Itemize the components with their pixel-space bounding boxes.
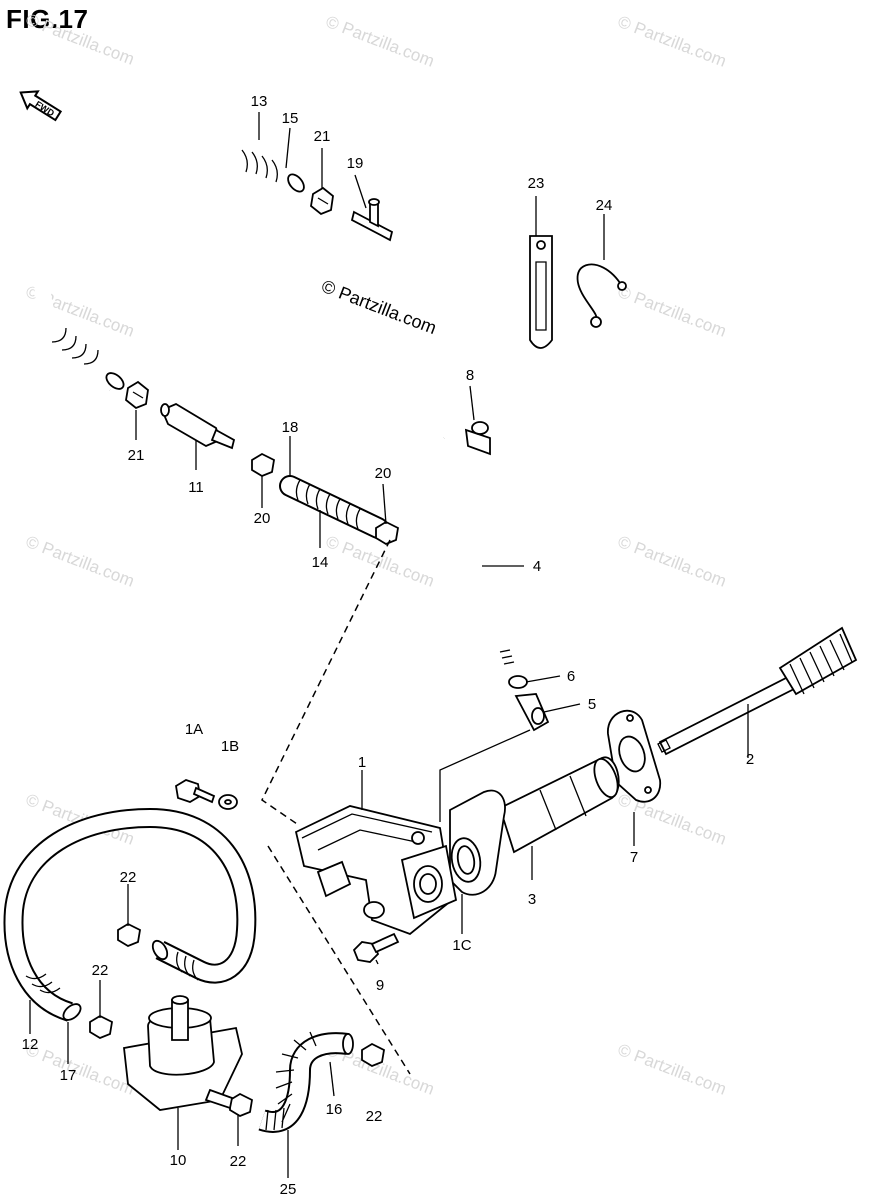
callout-19: 19 bbox=[347, 155, 364, 172]
fuel-pump-1 bbox=[294, 805, 458, 936]
callout-20: 20 bbox=[254, 510, 271, 527]
screw-1a bbox=[175, 779, 216, 804]
hose-clip-22-b bbox=[89, 1014, 113, 1040]
fuel-filter-11 bbox=[160, 402, 236, 450]
callout-1a: 1A bbox=[185, 721, 203, 738]
hose-clip-21-lower bbox=[125, 380, 149, 410]
callout-6: 6 bbox=[567, 668, 575, 685]
hose-clip-20-right bbox=[375, 520, 399, 546]
clip-24 bbox=[576, 263, 627, 328]
callout-22: 22 bbox=[92, 962, 109, 979]
callout-12: 12 bbox=[22, 1036, 39, 1053]
hose-clip-22-c bbox=[229, 1092, 253, 1118]
callout-11: 11 bbox=[188, 479, 204, 496]
callout-15: 15 bbox=[282, 110, 299, 127]
gasket-7 bbox=[607, 709, 662, 803]
callout-3: 3 bbox=[528, 891, 536, 908]
hose-clip-22-d bbox=[361, 1042, 385, 1068]
leader-lines bbox=[29, 112, 749, 1178]
callout-22: 22 bbox=[120, 869, 137, 886]
callout-13: 13 bbox=[251, 93, 268, 110]
callout-2: 2 bbox=[746, 751, 754, 768]
hose-clip-20-left bbox=[251, 452, 275, 478]
clip-8 bbox=[464, 421, 491, 456]
flange-1c bbox=[449, 789, 506, 896]
callout-8: 8 bbox=[466, 367, 474, 384]
fuel-hose-short-14 bbox=[279, 475, 389, 539]
bolt-9 bbox=[352, 932, 400, 963]
callout-20: 20 bbox=[375, 465, 392, 482]
hose-clip-22-a bbox=[117, 922, 141, 948]
callout-23: 23 bbox=[528, 175, 545, 192]
callout-7: 7 bbox=[630, 849, 638, 866]
callout-22: 22 bbox=[230, 1153, 247, 1170]
clamp-23 bbox=[529, 235, 553, 349]
callout-14: 14 bbox=[312, 554, 329, 571]
callout-10: 10 bbox=[170, 1152, 187, 1169]
sleeve-6 bbox=[508, 675, 528, 689]
callout-18: 18 bbox=[282, 419, 299, 436]
callout-5: 5 bbox=[588, 696, 596, 713]
pipe-joint-19 bbox=[350, 198, 394, 242]
fuel-hose-16 bbox=[258, 1031, 354, 1133]
callout-9: 9 bbox=[376, 977, 384, 994]
callout-21: 21 bbox=[314, 128, 331, 145]
shaft-2 bbox=[657, 626, 858, 756]
callout-1c: 1C bbox=[452, 937, 471, 954]
hose-clip-21-upper bbox=[310, 186, 334, 216]
callout-22: 22 bbox=[366, 1108, 383, 1125]
connector-5 bbox=[514, 693, 550, 732]
pipe-4 bbox=[435, 435, 515, 665]
fuel-valve-10 bbox=[123, 995, 243, 1111]
callout-21: 21 bbox=[128, 447, 145, 464]
assembly-outline bbox=[261, 539, 411, 1075]
callout-25: 25 bbox=[280, 1181, 297, 1198]
fuel-hose-lower bbox=[3, 807, 257, 1022]
sleeve-3 bbox=[498, 756, 620, 854]
fuel-hose-upper bbox=[33, 131, 305, 397]
callout-1: 1 bbox=[358, 754, 366, 771]
callout-1b: 1B bbox=[221, 738, 239, 755]
washer-1b bbox=[218, 794, 238, 810]
fwd-arrow-icon: FWD bbox=[19, 90, 63, 122]
callout-24: 24 bbox=[596, 197, 613, 214]
figure-title: FIG.17 bbox=[6, 4, 89, 34]
callout-4: 4 bbox=[533, 558, 541, 575]
callout-17: 17 bbox=[60, 1067, 77, 1084]
callout-16: 16 bbox=[326, 1101, 343, 1118]
